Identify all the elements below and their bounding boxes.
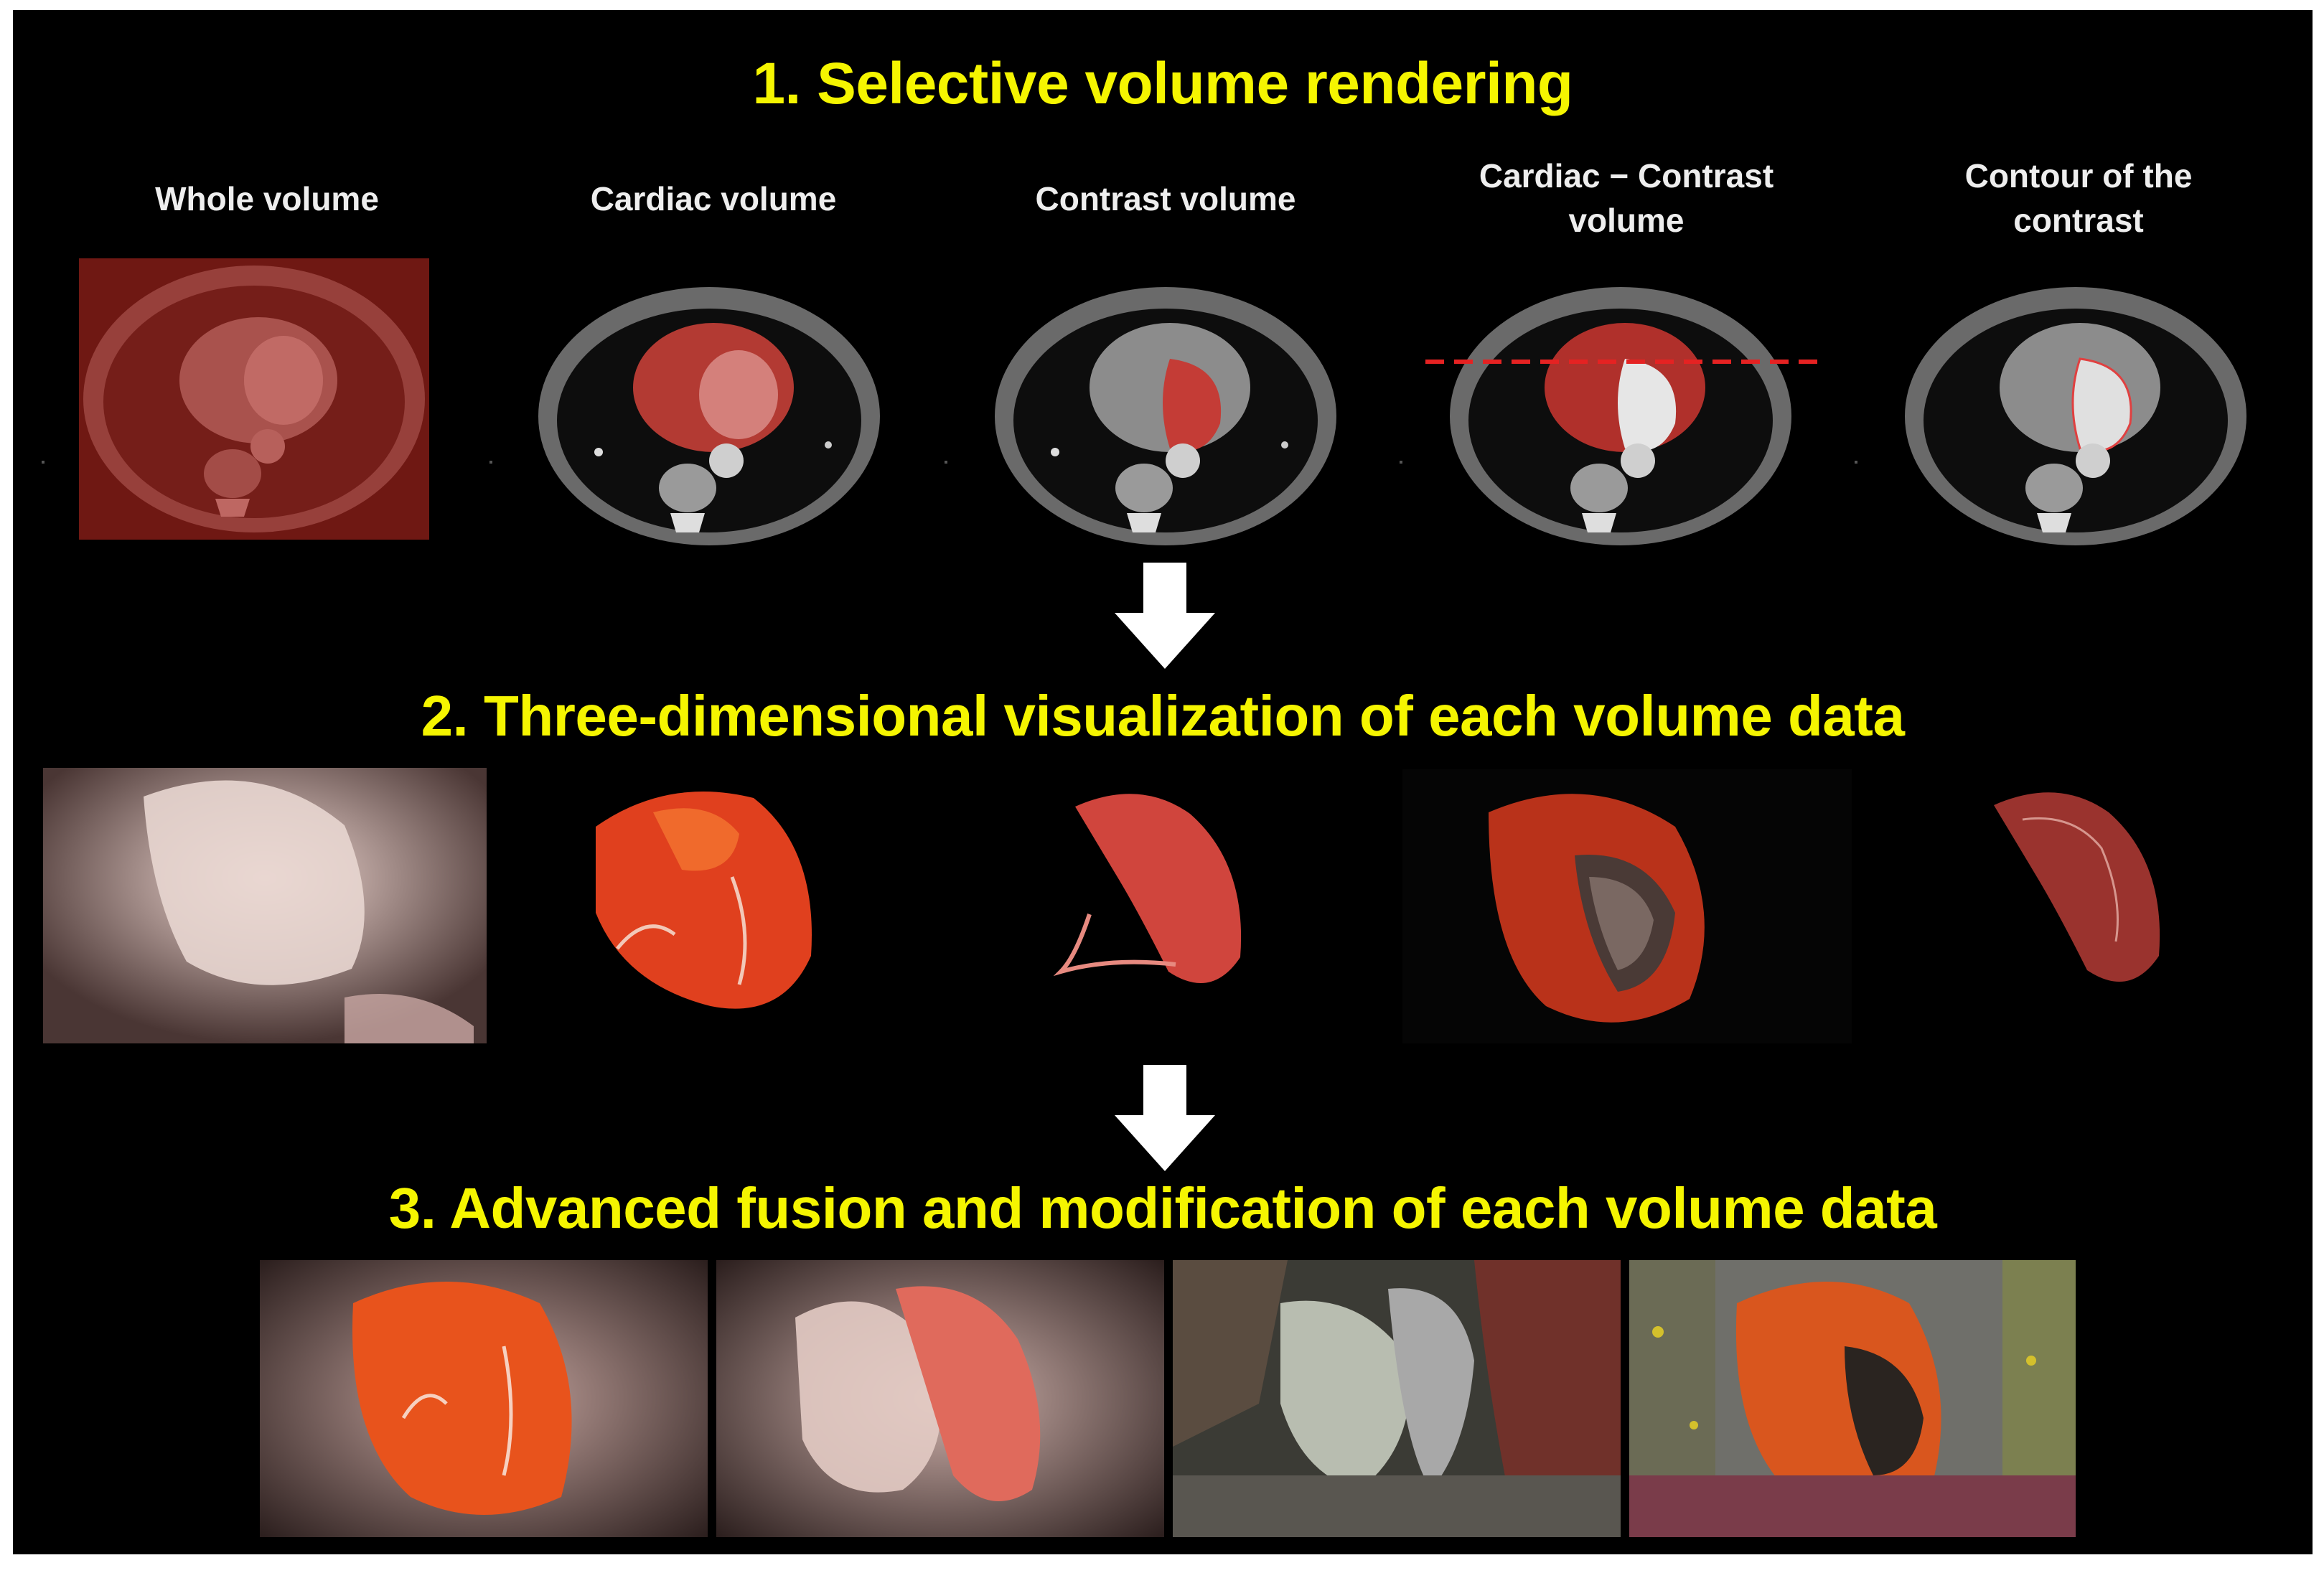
- label-contrast-volume: Contrast volume: [1035, 180, 1296, 217]
- label-cardiac-minus-contrast: Cardiac − Contrast volume: [1411, 154, 1842, 243]
- render-contour-of-contrast: [1951, 769, 2188, 1006]
- fusion-colored-overlay: [1629, 1260, 2076, 1537]
- ct-slice-cardiac-volume: [534, 280, 884, 548]
- down-arrow-icon: [1115, 563, 1215, 669]
- fusion-sagittal-render: [1173, 1260, 1621, 1537]
- render-whole-volume: [43, 768, 487, 1043]
- ct-slice-contour-of-contrast: [1901, 280, 2251, 548]
- figure-panel: 1. Selective volume rendering Whole volu…: [13, 10, 2313, 1554]
- render-contrast-volume: [1032, 771, 1269, 1008]
- label-line: Cardiac − Contrast: [1479, 157, 1774, 194]
- ct-slice-cardiac-minus-contrast: [1446, 280, 1796, 548]
- label-contour-of-contrast: Contour of the contrast: [1863, 154, 2294, 243]
- label-line: volume: [1568, 202, 1685, 239]
- marker-dot: [489, 461, 492, 464]
- label-whole-volume: Whole volume: [155, 180, 379, 217]
- render-cardiac-volume: [567, 769, 840, 1028]
- step1-title: 1. Selective volume rendering: [752, 51, 1573, 116]
- label-line: contrast: [2013, 202, 2144, 239]
- down-arrow-icon: [1115, 1065, 1215, 1171]
- dashed-cut-line: [1425, 360, 1827, 364]
- fusion-contrast-over-whole: [716, 1260, 1164, 1537]
- label-cardiac-volume: Cardiac volume: [590, 180, 837, 217]
- marker-dot: [945, 461, 947, 464]
- ct-slice-contrast-volume: [990, 280, 1341, 548]
- marker-dot: [42, 461, 44, 464]
- marker-dot: [1400, 461, 1402, 464]
- step3-title: 3. Advanced fusion and modification of e…: [388, 1176, 1937, 1240]
- marker-dot: [1855, 461, 1857, 464]
- label-line: Contour of the: [1964, 157, 2193, 194]
- render-cardiac-minus-contrast: [1402, 769, 1852, 1043]
- fusion-cardiac-over-whole: [260, 1260, 708, 1537]
- ct-slice-whole-volume: [79, 258, 429, 540]
- step2-title: 2. Three-dimensional visualization of ea…: [421, 684, 1905, 748]
